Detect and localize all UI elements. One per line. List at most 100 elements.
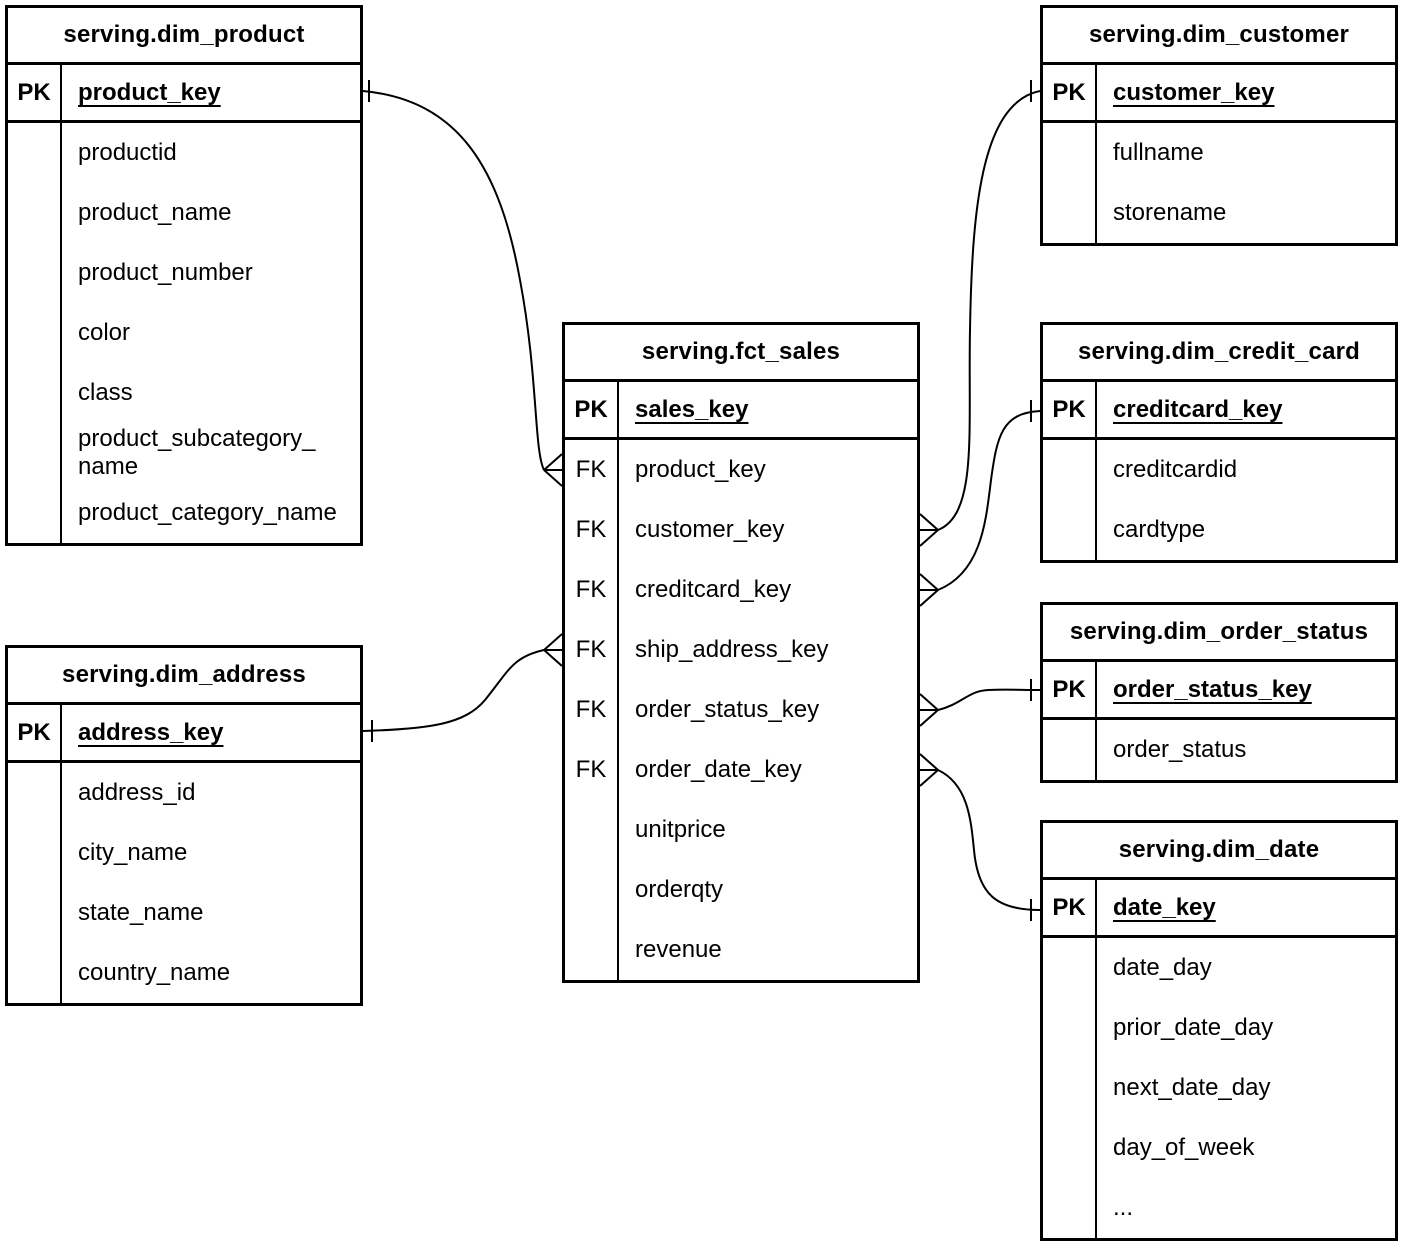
fk-badge: FK (565, 680, 619, 740)
pk-row: PK creditcard_key (1043, 382, 1395, 440)
pk-badge: PK (565, 382, 619, 437)
field-key (8, 243, 62, 303)
field-name: unitprice (635, 816, 726, 843)
pk-field-name: creditcard_key (1113, 395, 1283, 423)
field-row: class (8, 363, 360, 423)
field-name: creditcardid (1113, 456, 1238, 483)
field-key (1043, 500, 1097, 560)
field-name: ship_address_key (635, 636, 829, 663)
field-row: order_status (1043, 720, 1395, 780)
field-name: date_day (1113, 954, 1212, 981)
field-row: productid (8, 123, 360, 183)
field-row: country_name (8, 943, 360, 1003)
table-title: serving.dim_order_status (1043, 605, 1395, 662)
field-key (8, 823, 62, 883)
field-name: order_status_key (635, 696, 820, 723)
field-row: storename (1043, 183, 1395, 243)
field-name: orderqty (635, 876, 724, 903)
pk-field-name: address_key (78, 718, 224, 746)
field-name: order_date_key (635, 756, 802, 783)
field-key (1043, 1178, 1097, 1238)
field-name: product_name (78, 199, 232, 226)
field-row: revenue (565, 920, 917, 980)
field-name: cardtype (1113, 516, 1206, 543)
relationship-date (919, 753, 1041, 921)
field-row: FK customer_key (565, 500, 917, 560)
fk-badge: FK (565, 500, 619, 560)
crow-foot-address (543, 633, 563, 667)
fk-badge: FK (565, 440, 619, 500)
field-name: product_number (78, 259, 253, 286)
pk-badge: PK (1043, 382, 1097, 437)
field-key (8, 123, 62, 183)
field-name: fullname (1113, 139, 1204, 166)
field-row: product_subcategory_ name (8, 423, 360, 483)
field-key (8, 303, 62, 363)
pk-row: PK customer_key (1043, 65, 1395, 123)
field-key (8, 183, 62, 243)
field-name: state_name (78, 899, 204, 926)
field-name: day_of_week (1113, 1134, 1255, 1161)
pk-badge: PK (1043, 65, 1097, 120)
table-serving-dim-customer: serving.dim_customer PK customer_key ful… (1040, 5, 1398, 246)
crow-foot-customer (919, 513, 939, 547)
field-name: creditcard_key (635, 576, 792, 603)
field-name: order_status (1113, 736, 1247, 763)
table-title: serving.dim_customer (1043, 8, 1395, 65)
field-name: class (78, 379, 133, 406)
field-name: product_category_name (78, 499, 337, 526)
table-serving-dim-date: serving.dim_date PK date_key date_day pr… (1040, 820, 1398, 1241)
field-row: product_name (8, 183, 360, 243)
pk-field-name: product_key (78, 78, 221, 106)
fk-badge: FK (565, 620, 619, 680)
pk-badge: PK (1043, 880, 1097, 935)
relationship-address (362, 633, 563, 742)
field-name: customer_key (635, 516, 785, 543)
crow-foot-credit-card (919, 573, 939, 607)
crow-foot-date (919, 753, 939, 787)
pk-badge: PK (8, 705, 62, 760)
field-row: prior_date_day (1043, 998, 1395, 1058)
field-row: FK ship_address_key (565, 620, 917, 680)
field-row: FK product_key (565, 440, 917, 500)
field-key (8, 423, 62, 483)
pk-row: PK address_key (8, 705, 360, 763)
fk-badge: FK (565, 740, 619, 800)
pk-badge: PK (1043, 662, 1097, 717)
field-row: FK creditcard_key (565, 560, 917, 620)
field-row: unitprice (565, 800, 917, 860)
table-serving-dim-credit-card: serving.dim_credit_card PK creditcard_ke… (1040, 322, 1398, 563)
relationship-order-status (919, 679, 1041, 727)
field-key (565, 800, 619, 860)
field-row: fullname (1043, 123, 1395, 183)
field-key (1043, 720, 1097, 780)
field-key (1043, 123, 1097, 183)
field-key (1043, 1118, 1097, 1178)
field-row: address_id (8, 763, 360, 823)
field-row: orderqty (565, 860, 917, 920)
table-serving-dim-order-status: serving.dim_order_status PK order_status… (1040, 602, 1398, 783)
pk-row: PK product_key (8, 65, 360, 123)
field-row: city_name (8, 823, 360, 883)
table-serving-dim-product: serving.dim_product PK product_key produ… (5, 5, 363, 546)
field-name: address_id (78, 779, 196, 806)
field-row: FK order_date_key (565, 740, 917, 800)
field-key (1043, 998, 1097, 1058)
relationship-product (362, 80, 563, 487)
field-key (8, 883, 62, 943)
table-title: serving.dim_product (8, 8, 360, 65)
field-name: storename (1113, 199, 1227, 226)
field-name: city_name (78, 839, 188, 866)
field-name: productid (78, 139, 177, 166)
field-row: date_day (1043, 938, 1395, 998)
field-row: state_name (8, 883, 360, 943)
table-serving-fct-sales: serving.fct_sales PK sales_key FK produc… (562, 322, 920, 983)
pk-badge: PK (8, 65, 62, 120)
field-key (1043, 440, 1097, 500)
field-key (1043, 938, 1097, 998)
field-name: color (78, 319, 131, 346)
field-name: revenue (635, 936, 722, 963)
relationship-customer (919, 80, 1041, 547)
field-key (565, 860, 619, 920)
field-row: FK order_status_key (565, 680, 917, 740)
